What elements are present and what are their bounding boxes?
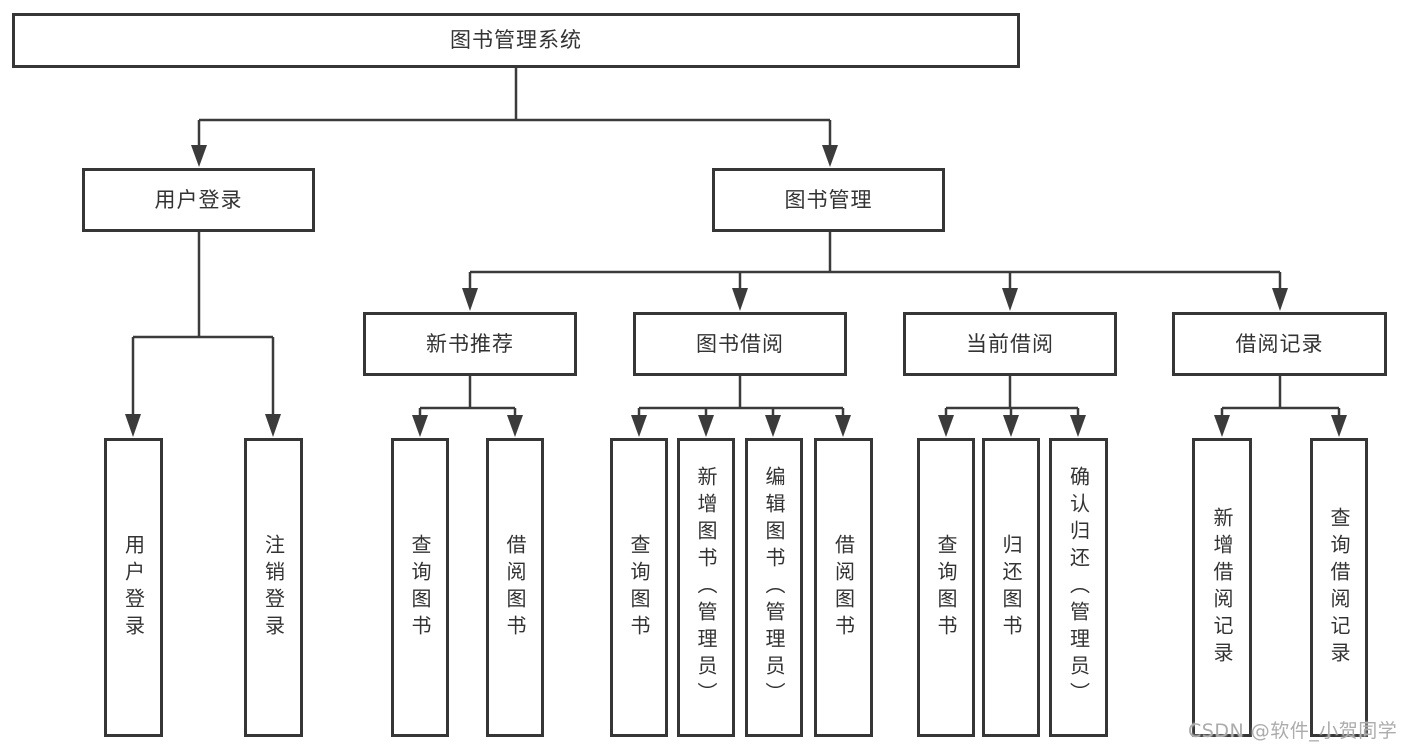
node-leaf-add-borrow-record: 新增借阅记录	[1192, 438, 1252, 737]
node-leaf-edit-books-admin: 编辑图书（管理员）	[745, 438, 803, 737]
node-current-borrowing: 当前借阅	[903, 312, 1117, 376]
node-library-management-system: 图书管理系统	[12, 13, 1020, 68]
node-leaf-borrow-books-1: 借阅图书	[486, 438, 544, 737]
node-borrow-records: 借阅记录	[1172, 312, 1387, 376]
node-user-login-group: 用户登录	[82, 168, 315, 232]
node-book-management: 图书管理	[712, 168, 945, 232]
csdn-watermark: CSDN @软件_小贺同学	[1188, 720, 1398, 742]
node-leaf-query-borrow-record: 查询借阅记录	[1310, 438, 1368, 737]
node-leaf-query-books-3: 查询图书	[917, 438, 975, 737]
node-leaf-user-login: 用户登录	[104, 438, 163, 737]
node-leaf-add-books-admin: 新增图书（管理员）	[677, 438, 735, 737]
node-book-borrowing: 图书借阅	[633, 312, 847, 376]
node-new-book-recommend: 新书推荐	[363, 312, 577, 376]
node-leaf-logout: 注销登录	[244, 438, 303, 737]
node-leaf-borrow-books-2: 借阅图书	[814, 438, 873, 737]
node-leaf-query-books-2: 查询图书	[610, 438, 668, 737]
node-leaf-confirm-return-admin: 确认归还（管理员）	[1049, 438, 1108, 737]
node-leaf-return-books: 归还图书	[982, 438, 1040, 737]
node-leaf-query-books-1: 查询图书	[391, 438, 449, 737]
